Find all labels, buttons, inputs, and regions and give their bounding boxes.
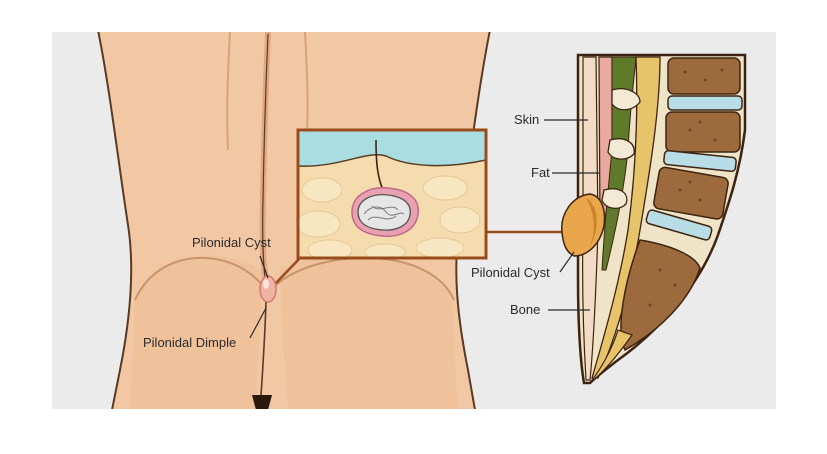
gluteal-shadow <box>252 395 272 409</box>
spine-section <box>561 53 747 385</box>
leader-lines <box>249 119 600 339</box>
right-buttock-shade <box>280 255 458 409</box>
left-buttock-shade <box>130 255 262 409</box>
label-skin: Skin <box>514 112 539 127</box>
label-fat: Fat <box>531 165 550 180</box>
left-buttock-curve <box>134 257 263 301</box>
inset-hair <box>363 205 405 221</box>
spine-line <box>262 33 269 286</box>
inset-cyst-core <box>357 194 411 231</box>
cyst-highlight <box>263 279 269 289</box>
spine-cyst-shade <box>586 198 597 250</box>
spinal-canal <box>591 56 661 379</box>
bone-texture <box>648 68 724 307</box>
label-bone: Bone <box>510 302 540 317</box>
fat-lobules <box>298 175 481 258</box>
inset-skin-layer <box>298 130 486 167</box>
callout-line-back <box>275 257 301 284</box>
inset-skin-edge <box>298 154 486 167</box>
label-pilonidal-cyst-back: Pilonidal Cyst <box>192 235 271 250</box>
cyst-icon <box>259 275 277 303</box>
label-pilonidal-dimple: Pilonidal Dimple <box>143 335 236 350</box>
coccyx-icon <box>589 329 633 384</box>
spinous-processes <box>601 88 641 210</box>
label-pilonidal-cyst-spine: Pilonidal Cyst <box>471 265 550 280</box>
vertebrae <box>620 57 743 352</box>
back-fold-left <box>226 32 231 151</box>
inset-frame <box>296 128 488 260</box>
inset-zoom <box>296 128 488 260</box>
